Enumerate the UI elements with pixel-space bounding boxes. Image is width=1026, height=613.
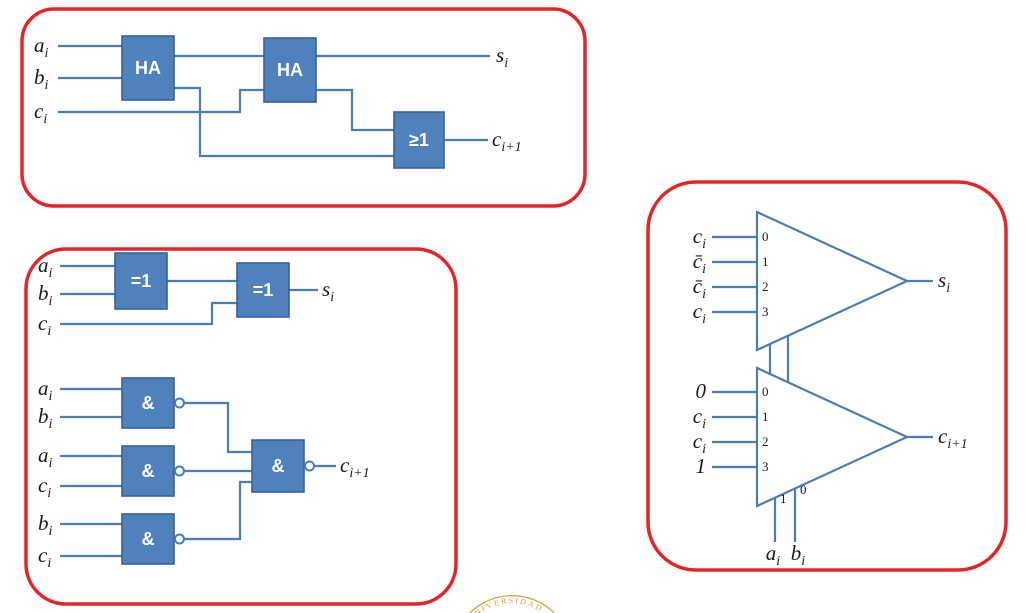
signal-label-b: bi: [34, 65, 49, 93]
gate-xor2-label: =1: [253, 280, 274, 300]
mux2-select-port-1: 1: [780, 491, 787, 506]
gate-nand2-label: &: [142, 461, 155, 481]
signal-label-cout: ci+1: [340, 453, 370, 481]
nand4-inverter-bubble: [304, 460, 315, 472]
signal-label-a: ai: [38, 253, 53, 281]
mux-sum: [755, 210, 910, 352]
gate-xor1-label: =1: [131, 271, 152, 291]
panel-half-adder-full-adder: HA HA ≥1 ai bi ci si ci+1: [20, 7, 587, 208]
signal-label-c: ci: [693, 224, 706, 252]
signal-label-c: ci: [34, 99, 47, 127]
wire-ha1-carry: [174, 86, 394, 158]
wire-ha2-carry: [316, 88, 394, 132]
signal-label-c: ci: [38, 473, 51, 501]
signal-label-c: ci: [38, 543, 51, 571]
signal-label-c: ci: [693, 404, 706, 432]
signal-label-b: bi: [791, 541, 806, 569]
signal-label-a: ai: [766, 541, 781, 569]
seal-text: UNIVERSIDAD: [467, 596, 545, 613]
mux1-port-0: 0: [762, 229, 769, 244]
mux1-port-2: 2: [762, 279, 769, 294]
signal-label-a: ai: [38, 376, 53, 404]
mux2-port-1: 1: [762, 409, 769, 424]
signal-label-s-out: si: [496, 43, 508, 71]
wire-xor-c: [60, 301, 237, 326]
panel-border: [20, 7, 587, 208]
mux1-port-1: 1: [762, 254, 769, 269]
signal-label-a: ai: [38, 443, 53, 471]
gate-nand1: [121, 377, 175, 429]
nand2-inverter-bubble: [174, 465, 185, 477]
wire-nand3-out: [184, 480, 252, 541]
gate-ha1: [121, 35, 175, 101]
nand1-inverter-bubble: [174, 397, 185, 409]
gate-nand3: [121, 513, 175, 565]
gate-nand3-label: &: [142, 529, 155, 549]
gate-ha1-label: HA: [135, 58, 161, 78]
university-seal: UNIVERSIDAD: [467, 595, 555, 613]
signal-label-c: ci: [693, 429, 706, 457]
signal-label-b: bi: [38, 511, 53, 539]
signal-label-s-out: si: [322, 277, 334, 305]
nand3-inverter-bubble: [174, 533, 185, 545]
gate-nand4: [251, 439, 305, 493]
seal-ring: [469, 595, 555, 613]
mux-carry: [755, 366, 910, 508]
signal-label-0: 0: [696, 379, 707, 403]
signal-label-cout: ci+1: [938, 424, 968, 452]
mux2-port-3: 3: [762, 459, 769, 474]
signal-label-cout: ci+1: [492, 127, 522, 155]
gate-nand1-label: &: [142, 393, 155, 413]
panel-border: [24, 247, 458, 606]
gate-or: [393, 111, 445, 169]
signal-label-b: bi: [38, 281, 53, 309]
signal-label-c-bar: c̄i: [693, 274, 706, 302]
signal-label-b: bi: [38, 404, 53, 432]
panel-mux-full-adder: ci c̄i c̄i ci 0 1 2 3 si 0 ci ci 1 0 1 2…: [646, 180, 1008, 572]
gate-xor2: [236, 262, 290, 318]
gate-or-label: ≥1: [409, 130, 429, 150]
gate-nand4-label: &: [272, 456, 285, 476]
mux2-port-2: 2: [762, 434, 769, 449]
wire-nand1-out: [184, 401, 252, 454]
panel-border: [646, 180, 1008, 572]
signal-label-c: ci: [38, 311, 51, 339]
signal-label-1: 1: [696, 454, 707, 478]
panel-gate-level-full-adder: =1 =1 & & & & ai bi ci si ai bi ai ci bi…: [24, 247, 458, 606]
mux2-port-0: 0: [762, 384, 769, 399]
mux2-select-port-0: 0: [800, 482, 807, 497]
gate-xor1: [114, 252, 168, 310]
signal-label-a: ai: [34, 33, 49, 61]
signal-label-s-out: si: [938, 268, 950, 296]
signal-label-c: ci: [693, 299, 706, 327]
gate-ha2: [263, 37, 317, 103]
gate-ha2-label: HA: [277, 60, 303, 80]
signal-label-c-bar: c̄i: [693, 249, 706, 277]
mux1-port-3: 3: [762, 304, 769, 319]
wire-c-in: [58, 88, 264, 114]
